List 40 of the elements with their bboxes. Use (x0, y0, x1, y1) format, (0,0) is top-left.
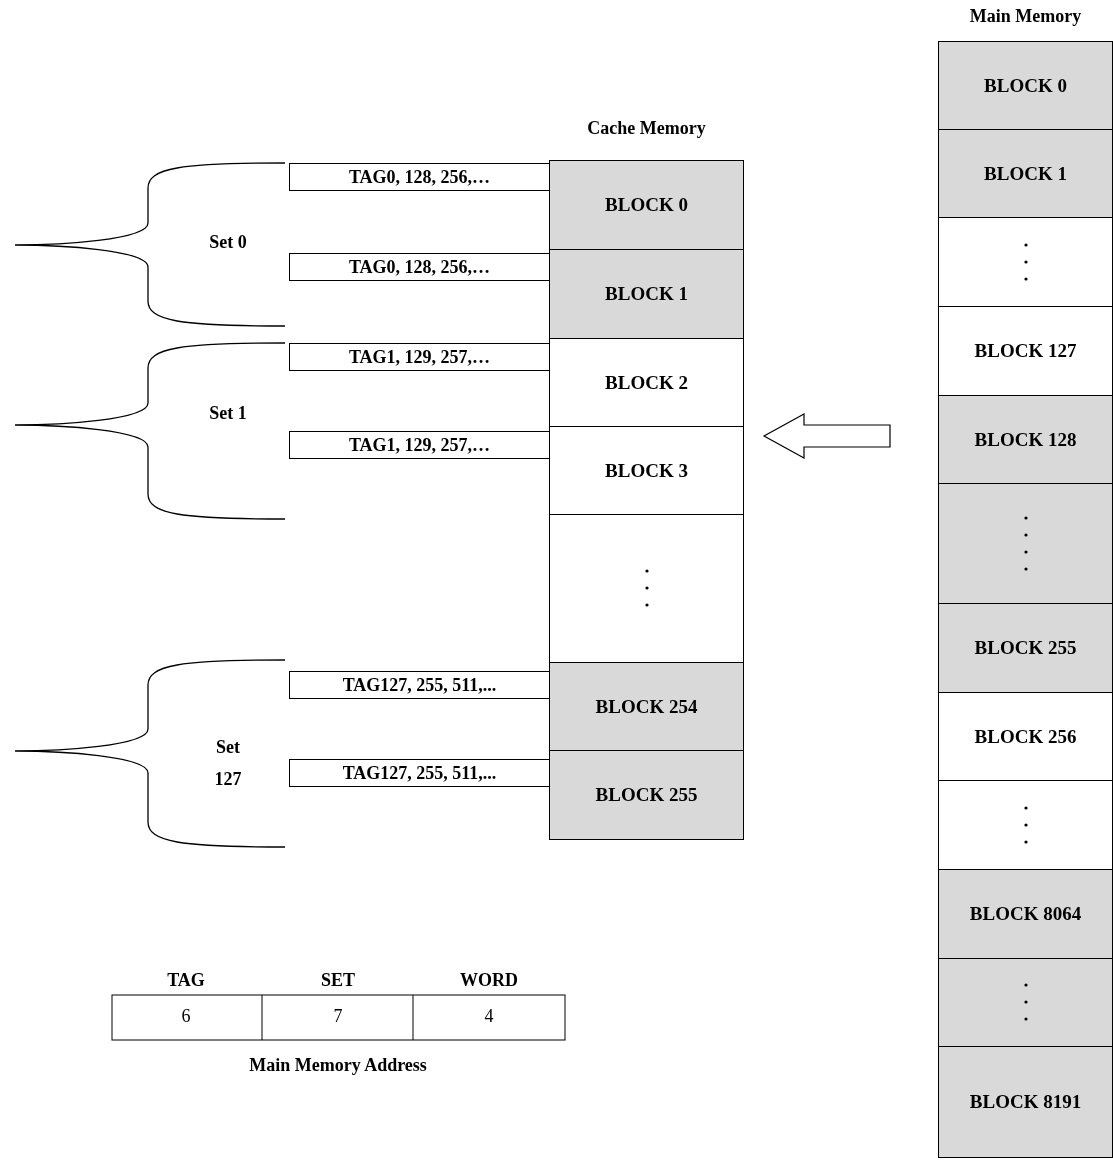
memory-block: BLOCK 8064 (938, 869, 1113, 959)
caption: Main Memory Address (248, 1055, 428, 1076)
column-heading: Cache Memory (586, 118, 707, 140)
tag-field: TAG0, 128, 256,… (289, 253, 549, 281)
memory-column (938, 6, 1113, 1158)
field-value: 6 (180, 1006, 192, 1027)
tag-field: TAG1, 129, 257,… (289, 431, 549, 459)
set-label: Set 0 (208, 232, 248, 253)
column-header: WORD (459, 970, 519, 991)
memory-block (938, 217, 1113, 307)
memory-block: BLOCK 256 (938, 692, 1113, 781)
memory-block: BLOCK 1 (938, 129, 1113, 218)
memory-column (549, 118, 744, 840)
field-value: 4 (483, 1006, 495, 1027)
set-label: Set 127 (213, 736, 243, 791)
column-header: SET (320, 970, 356, 991)
memory-block: BLOCK 8191 (938, 1046, 1113, 1158)
memory-block: BLOCK 0 (549, 160, 744, 250)
field-value: 7 (332, 1006, 344, 1027)
memory-block: BLOCK 127 (938, 306, 1113, 396)
column-header: TAG (166, 970, 206, 991)
memory-block: BLOCK 0 (938, 41, 1113, 130)
memory-block (938, 780, 1113, 870)
tag-field: TAG127, 255, 511,... (289, 759, 549, 787)
memory-block: BLOCK 2 (549, 338, 744, 427)
memory-block (549, 514, 744, 663)
tag-field: TAG1, 129, 257,… (289, 343, 549, 371)
memory-block: BLOCK 1 (549, 249, 744, 339)
memory-block: BLOCK 128 (938, 395, 1113, 484)
tag-field: TAG0, 128, 256,… (289, 163, 549, 191)
memory-block (938, 958, 1113, 1047)
set-label: Set 1 (208, 403, 248, 424)
tag-field: TAG127, 255, 511,... (289, 671, 549, 699)
column-heading: Main Memory (968, 6, 1083, 28)
memory-block (938, 483, 1113, 604)
memory-block: BLOCK 254 (549, 662, 744, 751)
block-arrow (762, 413, 891, 459)
memory-block: BLOCK 3 (549, 426, 744, 515)
memory-block: BLOCK 255 (549, 750, 744, 840)
memory-block: BLOCK 255 (938, 603, 1113, 693)
